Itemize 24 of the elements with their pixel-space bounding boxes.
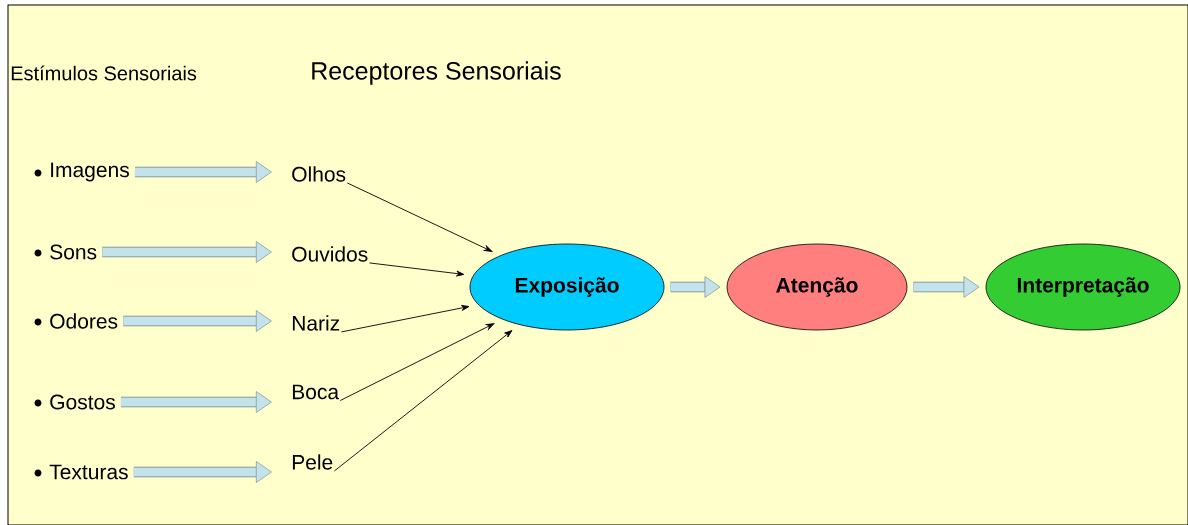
arrow — [369, 262, 465, 277]
stimulus-label: Sons — [50, 244, 97, 260]
arrow — [339, 323, 495, 401]
block-arrow — [123, 310, 272, 332]
block-arrow — [102, 241, 272, 263]
block-arrow — [120, 391, 272, 413]
arrow — [346, 182, 493, 252]
block-arrow — [670, 276, 721, 298]
receptor-label: Nariz — [292, 315, 340, 331]
stimulus-label: Texturas — [49, 464, 128, 480]
receptor-label: Ouvidos — [292, 246, 368, 262]
stimulus-label: Odores — [50, 313, 118, 329]
block-arrow — [134, 161, 272, 183]
stimulus-label: Imagens — [51, 162, 129, 182]
stimulus-label: Gostos — [50, 394, 115, 410]
receptor-label: Pele — [292, 454, 333, 470]
column-heading: Receptores Sensoriais — [312, 61, 561, 85]
column-heading: Estímulos Sensoriais — [11, 65, 197, 81]
block-arrow — [133, 461, 272, 483]
block-arrow — [913, 276, 980, 298]
arrow — [334, 330, 513, 472]
arrow — [340, 305, 470, 333]
receptor-label: Olhos — [292, 166, 346, 182]
receptor-label: Boca — [292, 384, 340, 400]
